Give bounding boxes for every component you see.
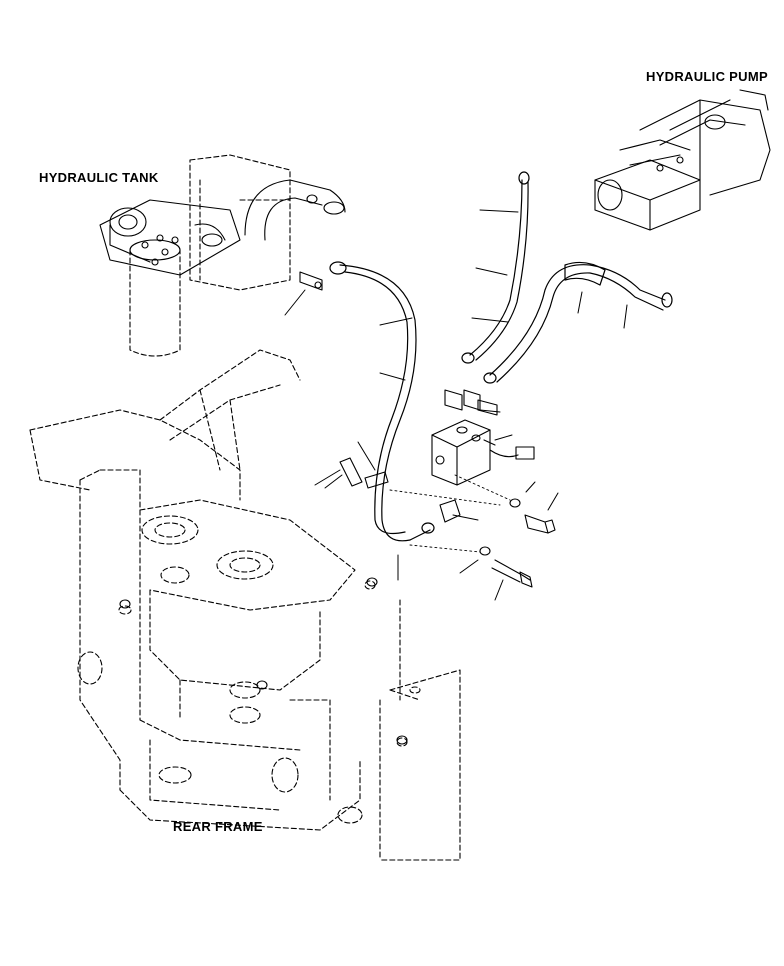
guide-lines <box>389 474 511 553</box>
hydraulic-tank-assembly <box>99 179 346 357</box>
hydraulic-pump-label: HYDRAULIC PUMP <box>646 69 768 84</box>
rear-frame-outline <box>29 154 461 861</box>
fasteners <box>119 498 556 745</box>
rear-frame-label: REAR FRAME <box>173 819 263 834</box>
hydraulic-pump-assembly <box>594 89 771 231</box>
hydraulic-hoses <box>329 171 673 542</box>
hydraulic-tank-label: HYDRAULIC TANK <box>39 170 159 185</box>
valve-block <box>339 389 535 523</box>
callout-leaders <box>284 209 628 601</box>
